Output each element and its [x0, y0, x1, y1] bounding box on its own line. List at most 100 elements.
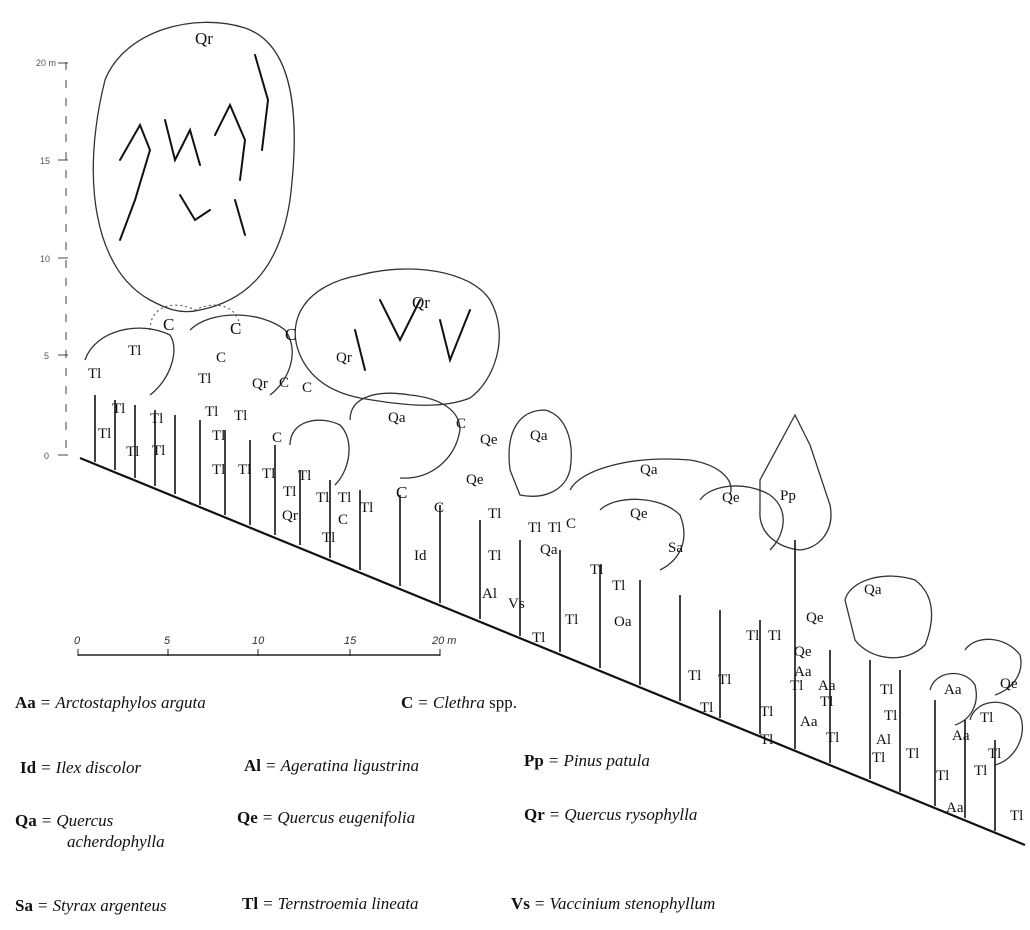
legend-code-c: C: [401, 693, 413, 712]
label-tl-13: Tl: [238, 462, 251, 478]
legend-item-tl: Tl=Ternstroemia lineata: [242, 894, 419, 913]
label-qa-1: Qa: [388, 410, 406, 426]
crown-qa-4: [845, 576, 932, 658]
label-tl-1: Tl: [128, 343, 141, 359]
label-tl-42: Tl: [906, 746, 919, 762]
tree-crowns: [85, 22, 1022, 765]
legend-equals: =: [261, 756, 281, 775]
branch-6: [235, 200, 245, 235]
branch-9: [355, 330, 365, 370]
height-label-15: 15: [40, 156, 50, 166]
branches-qr-tall: [120, 55, 268, 240]
label-c-8: C: [456, 416, 466, 432]
scale-label-20: 20 m: [431, 635, 456, 647]
label-qe-5: Qe: [806, 610, 824, 626]
label-tl-22: Tl: [528, 520, 541, 536]
legend-equals: =: [36, 693, 56, 712]
branch-3: [215, 105, 245, 180]
label-al-2: Al: [876, 732, 891, 748]
distance-scale-bar: 0 5 10 15 20 m: [74, 635, 456, 656]
branch-5: [255, 55, 268, 150]
crown-tl-left: [85, 328, 174, 395]
legend-equals: =: [37, 811, 57, 830]
label-tl-25: Tl: [590, 562, 603, 578]
legend-code-pp: Pp: [524, 751, 544, 770]
label-qe-3: Qe: [630, 506, 648, 522]
legend-item-aa: Aa=Arctostaphylos arguta: [15, 693, 206, 712]
legend-code-aa: Aa: [15, 693, 36, 712]
legend-name-qr: Quercus rysophylla: [564, 805, 697, 824]
label-tl-8: Tl: [152, 443, 165, 459]
label-oa: Oa: [614, 614, 632, 630]
crown-pp: [760, 415, 831, 550]
label-tl-37: Tl: [820, 694, 833, 710]
scale-label-10: 10: [252, 635, 265, 647]
label-pp: Pp: [780, 488, 796, 504]
legend-equals: =: [413, 693, 433, 712]
label-tl-21: Tl: [488, 506, 501, 522]
label-c-7: C: [272, 430, 282, 446]
legend-code-qr: Qr: [524, 805, 545, 824]
legend-item-qe: Qe=Quercus eugenifolia: [237, 808, 415, 827]
label-tl-31: Tl: [746, 628, 759, 644]
height-label-0: 0: [44, 451, 49, 461]
legend-item-id: Id=Ilex discolor: [20, 758, 141, 777]
legend-item-qa: Qa=Quercus acherdophylla: [15, 811, 113, 830]
label-id: Id: [414, 548, 427, 564]
label-c-4: C: [216, 350, 226, 366]
legend-item-al: Al=Ageratina ligustrina: [244, 756, 419, 775]
label-qr-mid: Qr: [412, 293, 430, 312]
label-tl-11: Tl: [212, 428, 225, 444]
scale-label-5: 5: [164, 635, 171, 647]
legend-code-qa: Qa: [15, 811, 37, 830]
label-c-12: C: [566, 516, 576, 532]
label-tl-27: Tl: [565, 612, 578, 628]
label-tl-30: Tl: [718, 672, 731, 688]
label-tl-5: Tl: [150, 411, 163, 427]
label-qr-small-1: Qr: [336, 350, 352, 366]
legend-code-vs: Vs: [511, 894, 530, 913]
legend-equals: =: [33, 896, 53, 915]
legend-code-qe: Qe: [237, 808, 258, 827]
label-tl-7: Tl: [126, 444, 139, 460]
label-tl-46: Tl: [988, 746, 1001, 762]
legend-equals: =: [258, 808, 278, 827]
label-tl-3: Tl: [198, 371, 211, 387]
label-qe-7: Qe: [1000, 676, 1018, 692]
label-tl-9: Tl: [205, 404, 218, 420]
label-tl-32: Tl: [768, 628, 781, 644]
legend-suffix-c: spp.: [489, 693, 517, 712]
label-tl-29: Tl: [688, 668, 701, 684]
label-c-5: C: [279, 375, 289, 391]
label-al-1: Al: [482, 586, 497, 602]
scale-label-15: 15: [344, 635, 357, 647]
crown-qa-1: [350, 393, 460, 478]
label-tl-45: Tl: [980, 710, 993, 726]
branch-4: [180, 195, 210, 220]
legend-item-c: C=Clethra spp.: [401, 693, 517, 712]
legend-name-qa-line2: acherdophylla: [67, 832, 165, 851]
profile-species-labels: Qr Qr Qr Qr Qr C C C C C C C C C C C C T…: [88, 29, 1023, 824]
legend-code-sa: Sa: [15, 896, 33, 915]
label-c-10: C: [434, 500, 444, 516]
label-tl-36: Tl: [790, 678, 803, 694]
label-tl-40: Tl: [826, 730, 839, 746]
label-tl-47: Tl: [1010, 808, 1023, 824]
label-aa-1: Aa: [794, 664, 812, 680]
label-tl-19: Tl: [360, 500, 373, 516]
label-c-11: C: [338, 512, 348, 528]
label-tl-2: Tl: [88, 366, 101, 382]
label-c-9: C: [396, 483, 407, 502]
label-qa-5: Qa: [864, 582, 882, 598]
label-tl-33: Tl: [700, 700, 713, 716]
branch-1: [120, 125, 150, 240]
legend-code-id: Id: [20, 758, 36, 777]
legend-equals: =: [258, 894, 278, 913]
label-c-1: C: [163, 315, 174, 334]
crown-qe-1: [700, 486, 783, 550]
label-qr-small-3: Qr: [282, 508, 298, 524]
legend-equals: =: [36, 758, 56, 777]
legend-name-qe: Quercus eugenifolia: [277, 808, 415, 827]
legend-code-tl: Tl: [242, 894, 258, 913]
